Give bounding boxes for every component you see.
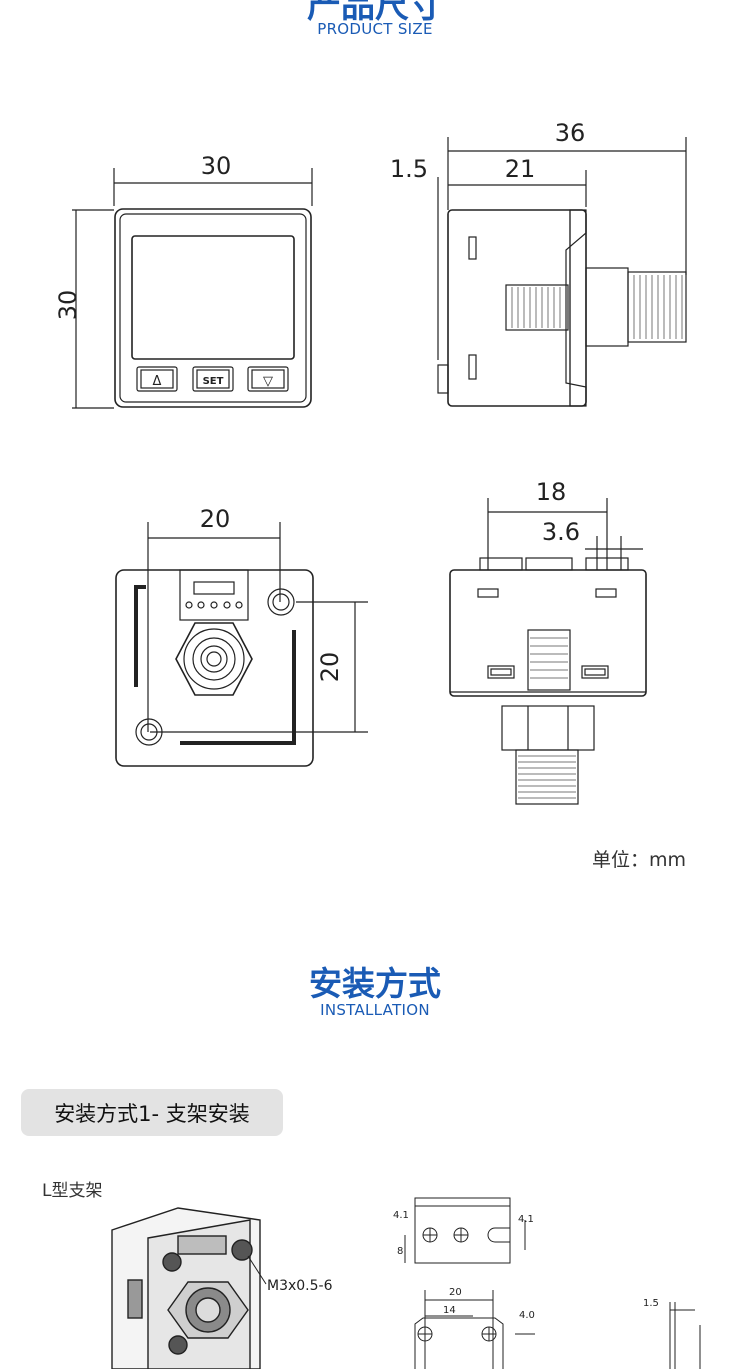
- section-title-product-size: 产品尺寸: [307, 0, 443, 26]
- section-subtitle-product-size: PRODUCT SIZE: [317, 20, 433, 38]
- side-view-drawing: 36 21 1.5: [390, 119, 687, 407]
- set-button-label: SET: [203, 376, 224, 387]
- back-hole-x-dim: 20: [200, 505, 231, 533]
- bracket-product-illustration: M3x0.5-6: [111, 1207, 333, 1369]
- back-view-drawing: 20 20: [115, 505, 368, 767]
- top-view-drawing: 18 3.6: [449, 478, 647, 805]
- bracket-dimension-drawing: 4.1 8 4.1 20 14 4.0 1.5: [393, 1197, 701, 1369]
- top-span-dim: 18: [536, 478, 567, 506]
- section-title-installation: 安装方式: [309, 964, 441, 1003]
- side-offset-dim: 1.5: [390, 155, 428, 183]
- bracket-dim-d5: 14: [443, 1305, 456, 1316]
- bracket-type-label: L型支架: [42, 1181, 103, 1201]
- side-body-dim: 21: [505, 155, 536, 183]
- front-height-dim: 30: [54, 290, 82, 321]
- bracket-dim-d1: 4.1: [393, 1210, 409, 1221]
- front-view-drawing: 30 30 Δ SET ▽: [54, 152, 313, 409]
- down-button-icon: ▽: [263, 374, 273, 389]
- bracket-dim-d3: 4.1: [518, 1214, 534, 1225]
- bracket-dim-d4: 20: [449, 1287, 462, 1298]
- unit-label: 单位：mm: [591, 849, 686, 871]
- bracket-dim-d6: 4.0: [519, 1310, 535, 1321]
- screw-spec-label: M3x0.5-6: [267, 1278, 333, 1294]
- bracket-dim-d7: 1.5: [643, 1298, 659, 1309]
- top-gap-dim: 3.6: [542, 518, 580, 546]
- section-subtitle-installation: INSTALLATION: [320, 1001, 430, 1019]
- back-hole-y-dim: 20: [316, 652, 344, 683]
- bracket-dim-d2: 8: [397, 1246, 403, 1257]
- front-width-dim: 30: [201, 152, 232, 180]
- side-total-dim: 36: [555, 119, 586, 147]
- up-button-icon: Δ: [153, 374, 162, 389]
- install-method-1-label: 安装方式1- 支架安装: [21, 1089, 283, 1136]
